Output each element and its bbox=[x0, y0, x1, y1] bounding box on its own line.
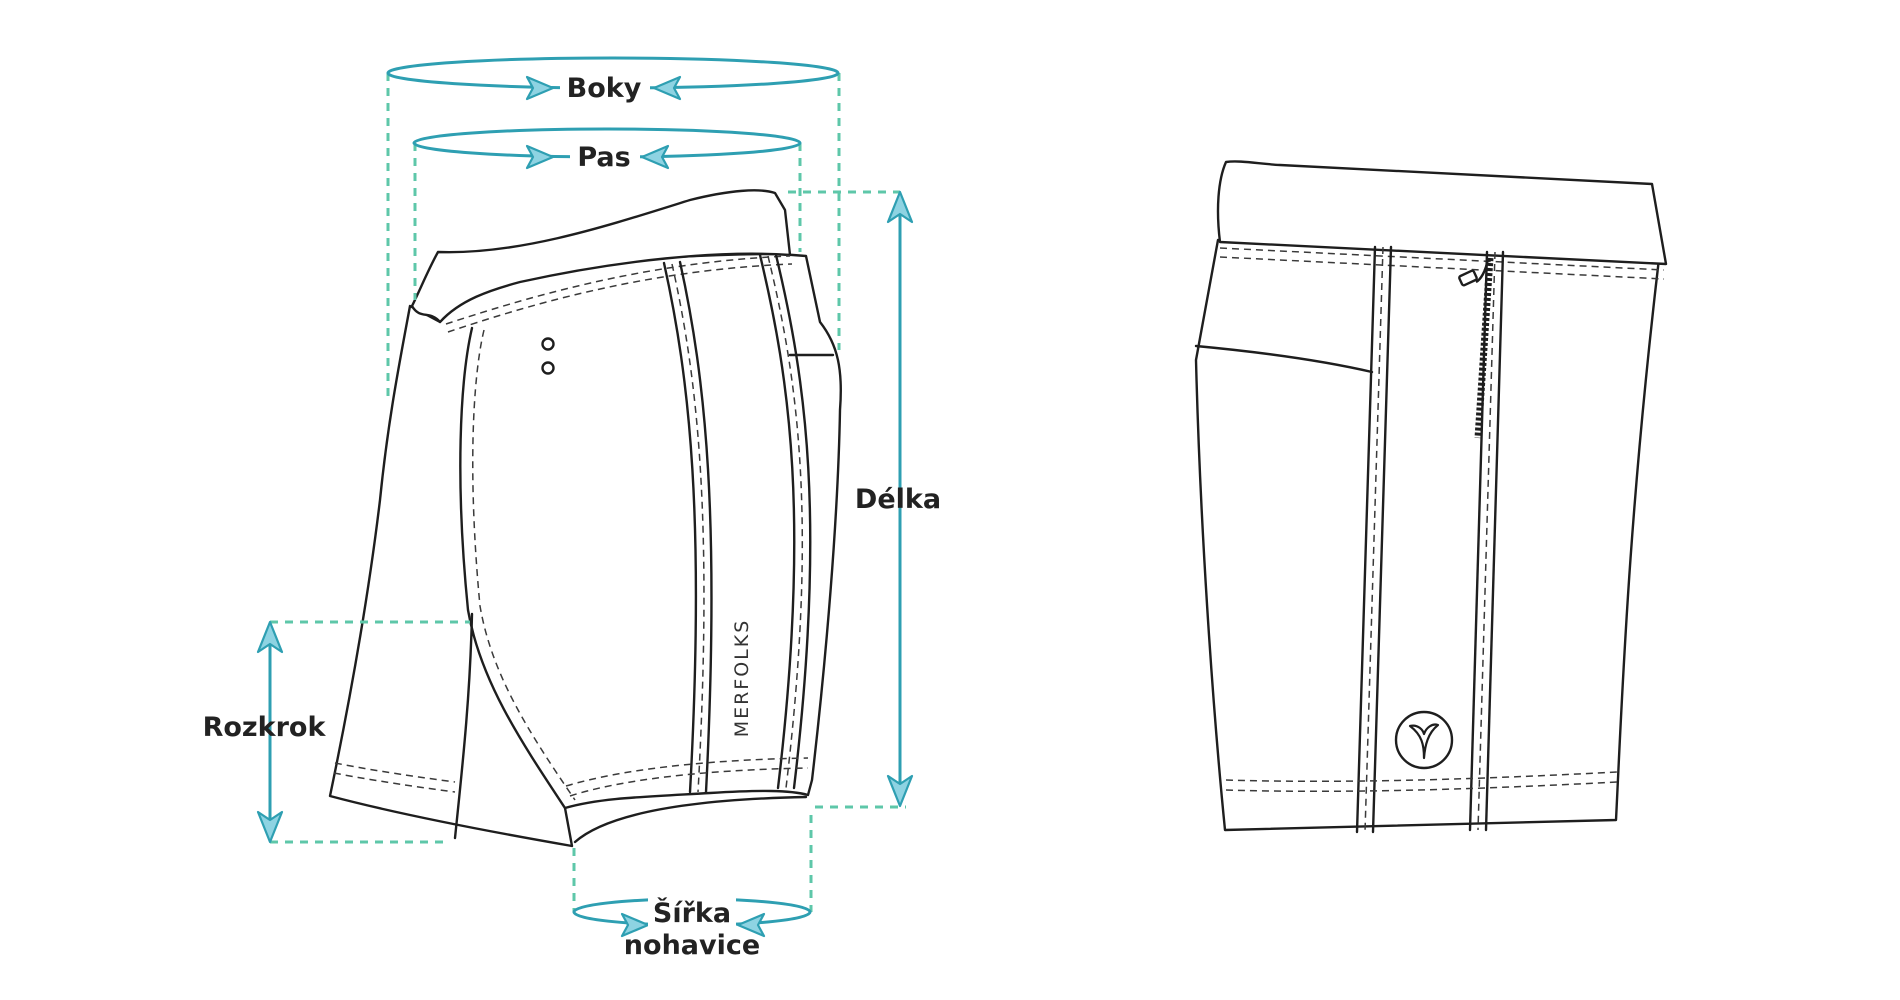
back-stripe-1-stitch bbox=[1364, 246, 1384, 833]
label-sirka-line1: Šířka bbox=[653, 897, 731, 929]
back-stripe-1-outer bbox=[1355, 245, 1377, 834]
brand-text: MERFOLKS bbox=[731, 619, 753, 738]
whale-tail-logo-icon bbox=[1394, 710, 1454, 770]
back-hem-stitch-top bbox=[1225, 771, 1619, 783]
back-stripe-2-inner bbox=[1484, 250, 1505, 832]
leg-width-arrow-left-icon bbox=[736, 912, 766, 938]
side-view-waistband bbox=[410, 189, 792, 324]
waist-arrow-left-icon bbox=[640, 144, 670, 170]
hem-stitch-right-top bbox=[565, 757, 809, 787]
button-icon bbox=[541, 361, 555, 375]
back-view-body-outline bbox=[1194, 238, 1662, 832]
measurement-guides bbox=[270, 73, 906, 912]
hip-arrow-right-icon bbox=[525, 75, 555, 101]
leg-opening bbox=[573, 795, 808, 844]
hem-stitch-right-bottom bbox=[569, 767, 809, 797]
length-arrow-up-icon bbox=[886, 190, 914, 224]
waistband-stitch-bottom bbox=[447, 263, 793, 333]
inseam-line bbox=[453, 612, 474, 840]
leg-width-arrow-right-icon bbox=[620, 912, 650, 938]
crotch-arrow-up-icon bbox=[256, 620, 284, 654]
back-waistband-stitch-top bbox=[1219, 247, 1665, 271]
waistband-stitch-top bbox=[445, 255, 791, 325]
measurement-labels: Boky Pas Délka Rozkrok Šířka nohavice bbox=[203, 66, 941, 961]
side-stripe-2-stitch bbox=[767, 255, 804, 789]
front-curve-seam bbox=[459, 326, 567, 810]
shorts-back-view bbox=[1194, 160, 1668, 834]
side-stripe-2-inner bbox=[774, 253, 812, 790]
back-stripe-2-stitch bbox=[1477, 251, 1496, 831]
hip-arrow-left-icon bbox=[652, 75, 682, 101]
side-stripe-1-outer bbox=[662, 261, 698, 794]
side-stripe-1-inner bbox=[678, 260, 713, 794]
side-stripe-1-stitch bbox=[671, 263, 705, 793]
label-delka: Délka bbox=[855, 484, 941, 515]
hem-stitch-left-bottom bbox=[333, 772, 456, 793]
length-arrow-down-icon bbox=[886, 774, 914, 808]
front-curve-stitch bbox=[472, 329, 576, 801]
back-stripe-1-inner bbox=[1371, 245, 1393, 834]
label-rozkrok: Rozkrok bbox=[203, 712, 327, 743]
side-stripe-2-outer bbox=[758, 253, 796, 790]
back-view-waistband bbox=[1216, 160, 1668, 266]
crotch-arrow-down-icon bbox=[256, 810, 284, 844]
side-view-body-outline bbox=[328, 252, 842, 848]
label-boky: Boky bbox=[567, 73, 642, 104]
back-hem-stitch-bottom bbox=[1225, 781, 1619, 793]
zipper-icon bbox=[1458, 257, 1494, 439]
back-pocket bbox=[1194, 344, 1374, 374]
shorts-side-view: MERFOLKS bbox=[328, 189, 842, 848]
waist-arrow-right-icon bbox=[525, 144, 555, 170]
label-pas: Pas bbox=[577, 142, 630, 173]
button-icon bbox=[541, 337, 555, 351]
back-waistband-stitch-bottom bbox=[1219, 256, 1665, 280]
label-sirka-line2: nohavice bbox=[624, 930, 760, 961]
hem-stitch-left-top bbox=[334, 762, 456, 783]
